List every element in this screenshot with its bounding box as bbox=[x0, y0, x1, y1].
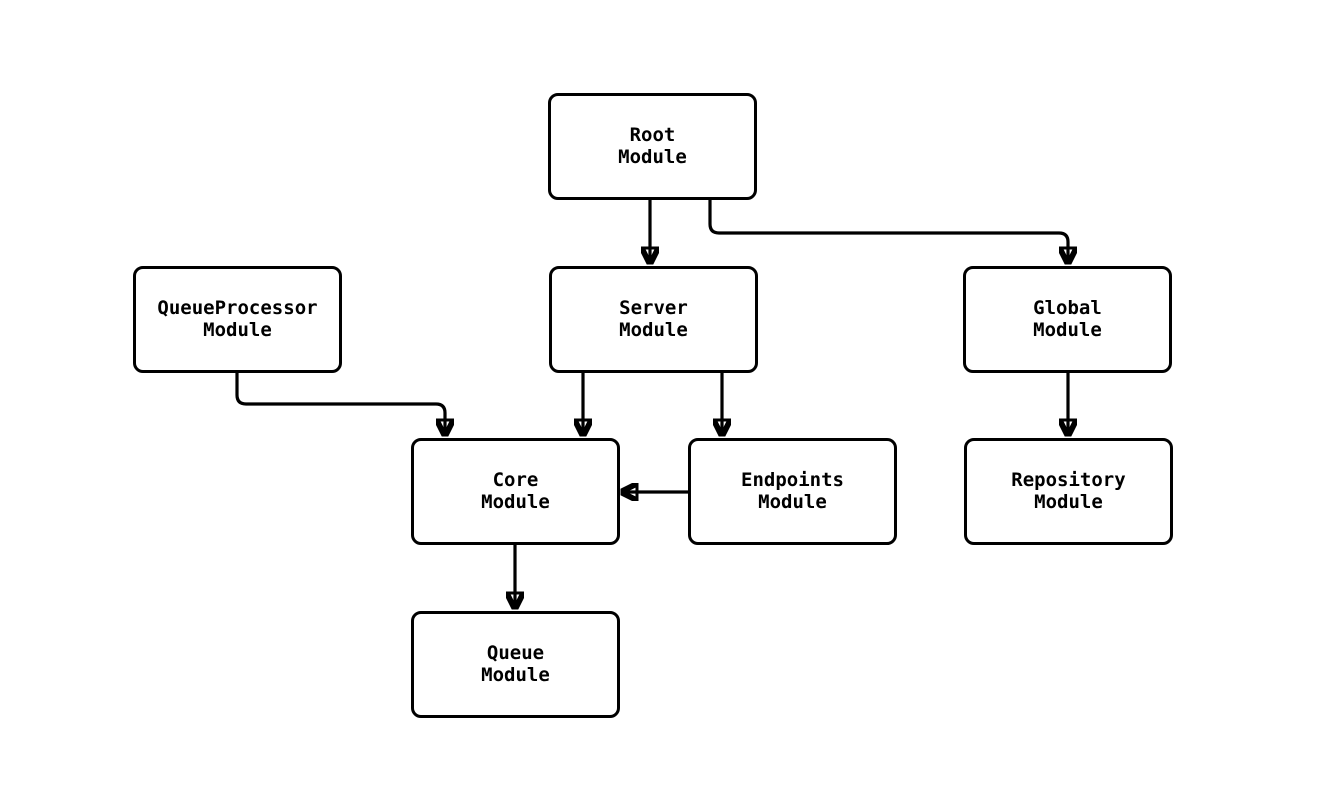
node-server-module-label: Server Module bbox=[619, 297, 688, 341]
node-core-module-label: Core Module bbox=[481, 469, 550, 513]
edge-root-to-global bbox=[708, 198, 1068, 261]
node-endpoints-module: Endpoints Module bbox=[688, 438, 897, 545]
node-server-module: Server Module bbox=[549, 266, 758, 373]
node-root-module-label: Root Module bbox=[618, 124, 687, 168]
node-queueprocessor-module: QueueProcessor Module bbox=[133, 266, 342, 373]
node-queueprocessor-module-label: QueueProcessor Module bbox=[157, 297, 318, 341]
node-queue-module-label: Queue Module bbox=[481, 642, 550, 686]
node-endpoints-module-label: Endpoints Module bbox=[741, 469, 844, 513]
node-repository-module: Repository Module bbox=[964, 438, 1173, 545]
node-root-module: Root Module bbox=[548, 93, 757, 200]
node-global-module: Global Module bbox=[963, 266, 1172, 373]
node-core-module: Core Module bbox=[411, 438, 620, 545]
node-queue-module: Queue Module bbox=[411, 611, 620, 718]
edge-queueprocessor-to-core bbox=[235, 372, 445, 433]
node-global-module-label: Global Module bbox=[1033, 297, 1102, 341]
node-repository-module-label: Repository Module bbox=[1011, 469, 1126, 513]
